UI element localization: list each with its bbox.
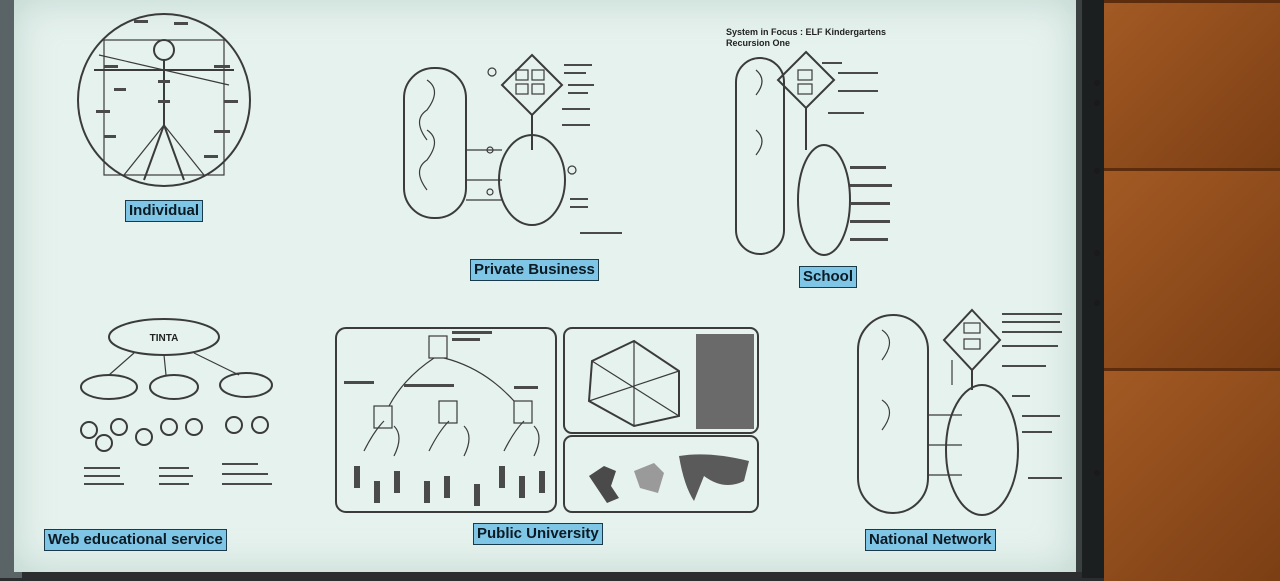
frame-bolt: [1094, 470, 1100, 476]
projection-screen: Individual Private Business System in Fo…: [14, 0, 1082, 572]
frame-bolt: [1094, 100, 1100, 106]
web-service-tree-diagram: TINTA: [80, 318, 273, 485]
web-educational-service-label: Web educational service: [44, 529, 227, 551]
national-network-vsm-diagram: [857, 308, 1062, 516]
private-business-vsm-diagram: [403, 53, 622, 234]
tinta-root-node: TINTA: [150, 333, 179, 344]
vitruvian-man-illustration: [77, 13, 251, 187]
frame-bolt: [1094, 168, 1100, 174]
national-network-label: National Network: [865, 529, 996, 551]
frame-bolt: [1094, 300, 1100, 306]
public-university-label: Public University: [473, 523, 603, 545]
individual-label: Individual: [125, 200, 204, 222]
school-diagram-subtitle: Recursion One: [726, 38, 791, 48]
school-vsm-diagram: [735, 50, 892, 256]
frame-bolt: [1094, 250, 1100, 256]
school-label: School: [799, 266, 858, 288]
private-business-label: Private Business: [470, 259, 599, 281]
school-diagram-title: System in Focus : ELF Kindergartens: [726, 27, 887, 37]
public-university-diagram: [335, 327, 759, 513]
wood-panel-wall: [1104, 0, 1280, 581]
screen-frame: [1082, 0, 1104, 578]
frame-bolt: [1094, 80, 1100, 86]
